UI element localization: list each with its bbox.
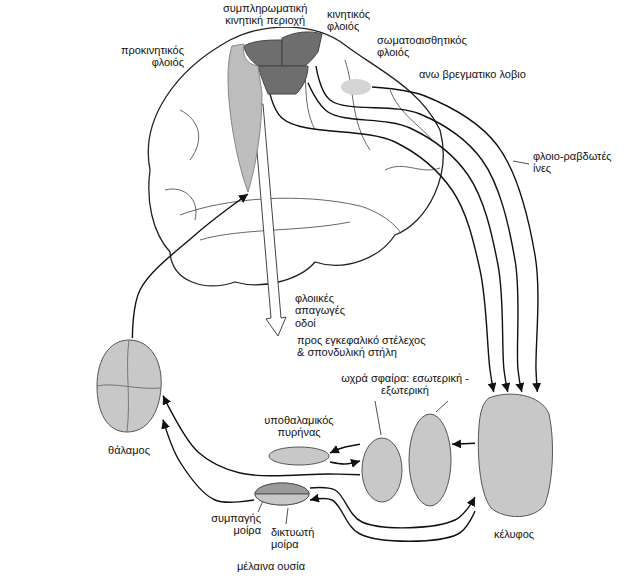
node-outline: [360, 410, 452, 508]
sulcus-line: [180, 110, 199, 160]
node-outline: [340, 78, 372, 96]
label-holder: συμπαγής μοίρα: [204, 512, 262, 538]
label-holder: προκινητικός φλοιός: [110, 44, 185, 70]
structure-label: ανω βρεγματικο λοβιο: [418, 68, 527, 80]
outline-path: [244, 40, 282, 66]
outline-path: [228, 44, 262, 192]
brain-outline: [148, 27, 443, 286]
nucleus-shape: μέλαινα ουσίασυμπαγής μοίραδικτυωτή μοίρ…: [254, 482, 310, 506]
outline-path: [341, 79, 371, 95]
structure-label: ωχρά σφαίρα: εσωτερική - εξωτερική: [335, 372, 475, 397]
pathway-arrow: [452, 443, 475, 444]
structure-label: συμπαγής μοίρα: [204, 512, 262, 537]
sulcus-line: [345, 60, 370, 150]
lateral-fissure: [180, 198, 400, 232]
pathway-arrow: [330, 444, 360, 453]
node-outline: [254, 494, 310, 506]
nucleus-shape: θάλαμος: [95, 338, 163, 434]
outline-path: [478, 394, 552, 516]
outline-path: [362, 438, 402, 502]
structure-label: κέλυφος: [493, 528, 535, 540]
nucleus-part: δικτυωτή μοίρα: [254, 494, 310, 506]
node-outline: [475, 392, 553, 520]
outline-path: [255, 483, 309, 505]
structure-label: σωματοαισθητικός φλοιός: [376, 34, 468, 59]
structure-label: δικτυωτή μοίρα: [270, 526, 328, 551]
label-holder: κινητικός φλοιός: [326, 8, 384, 34]
label-holder: κέλυφος: [484, 524, 544, 542]
nucleus-shape: κέλυφος: [475, 392, 553, 520]
node-outline: [258, 66, 308, 94]
pathway-arrow: [163, 396, 360, 476]
outline-path: [255, 494, 309, 505]
label-holder: μέλαινα ουσία: [236, 556, 326, 574]
leader-line: [286, 508, 288, 524]
label-holder: σωματοαισθητικός φλοιός: [376, 34, 468, 60]
pathway-arrow: [330, 461, 360, 464]
outline-path: [97, 385, 161, 388]
nucleus-part: συμπαγής μοίρα: [254, 482, 310, 494]
outline-path: [409, 414, 451, 506]
label-holder: υποθαλαμικός πυρήνας: [261, 414, 337, 440]
sulcus-line: [200, 222, 350, 240]
structure-label: μέλαινα ουσία: [236, 560, 306, 572]
outline-path: [97, 340, 161, 432]
node-outline: [95, 338, 163, 434]
brain-gyri: [165, 40, 440, 240]
annotation-label: φλοιικές απαγωγές οδοί: [294, 292, 354, 329]
label-holder: φλοιο-ραβδωτές ίνες: [532, 150, 617, 176]
label-holder: ανω βρεγματικο λοβιο: [418, 64, 538, 82]
outline-path: [255, 483, 309, 494]
sulcus-line: [165, 189, 196, 220]
structure-label: συμπληρωματική κινητική περιοχή: [222, 2, 308, 27]
outline-path: [269, 447, 329, 465]
node-outline: [226, 42, 266, 194]
cortex-area: προκινητικός φλοιός: [226, 42, 266, 194]
label-holder: δικτυωτή μοίρα: [270, 526, 328, 552]
leader-line: [436, 401, 448, 412]
nucleus-shape: υποθαλαμικός πυρήνας: [268, 446, 330, 466]
outline-path: [258, 66, 308, 94]
pathway-arrow: [310, 499, 475, 542]
label-holder: συμπληρωματική κινητική περιοχή: [222, 2, 302, 28]
structure-label: υποθαλαμικός πυρήνας: [261, 414, 337, 439]
structure-label: κινητικός φλοιός: [326, 8, 384, 33]
nucleus-shape: ωχρά σφαίρα: εσωτερική - εξωτερική: [360, 410, 452, 508]
cortex-area: ανω βρεγματικο λοβιο: [340, 78, 372, 96]
leader-line: [513, 161, 529, 164]
leader-line: [375, 401, 381, 435]
node-outline: [268, 446, 330, 466]
label-holder: φλοιικές απαγωγές οδοί: [294, 292, 354, 331]
node-outline: [282, 30, 322, 66]
cortex-area: κινητικός φλοιός: [282, 30, 322, 66]
node-outline: [254, 482, 310, 494]
outline-path: [282, 32, 322, 66]
structure-label: προκινητικός φλοιός: [110, 44, 185, 69]
pathway-arrow: [163, 420, 254, 503]
sulcus-line: [390, 90, 432, 140]
annotation-label: προς εγκεφαλικό στέλεχος & σπονδυλική στ…: [296, 334, 436, 359]
pathway-arrow: [265, 66, 494, 392]
structure-label: θάλαμος: [107, 444, 151, 456]
label-holder: θάλαμος: [90, 440, 168, 458]
annotation-label: φλοιο-ραβδωτές ίνες: [532, 150, 617, 175]
label-holder: ωχρά σφαίρα: εσωτερική - εξωτερική: [335, 372, 475, 398]
label-holder: προς εγκεφαλικό στέλεχος & σπονδυλική στ…: [296, 334, 436, 360]
cortex-area: σωματοαισθητικός φλοιός: [258, 66, 308, 94]
pathway-arrow: [132, 194, 248, 338]
